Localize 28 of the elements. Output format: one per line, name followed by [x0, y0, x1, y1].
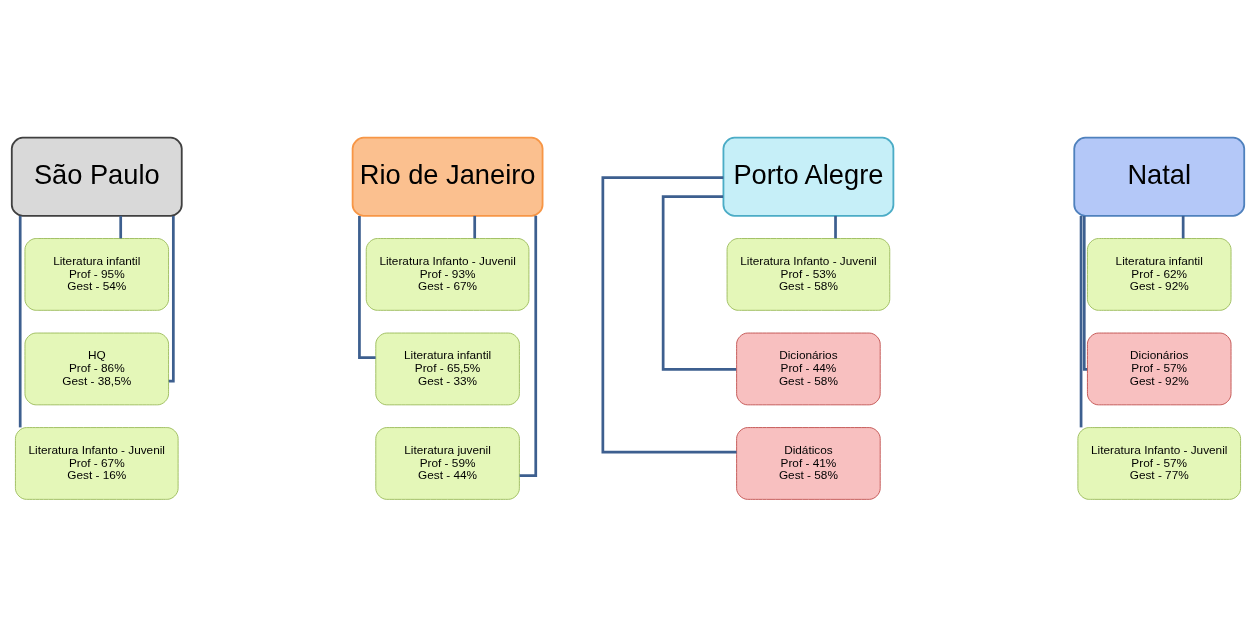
node-box: Porto Alegre: [722, 136, 895, 217]
node-box: São Paulo: [10, 136, 183, 217]
connector: [473, 215, 477, 238]
connector: [358, 215, 376, 359]
node-box: Literatura Infanto - Juvenil Prof - 57% Gest - 77%: [1077, 426, 1242, 500]
connector: [834, 215, 837, 238]
connector: [601, 175, 737, 453]
node-box: Rio de Janeiro: [351, 136, 544, 217]
connector: [1079, 215, 1083, 427]
node-box: Dicionários Prof - 57% Gest - 92%: [1086, 332, 1232, 405]
node-box: Dicionários Prof - 44% Gest - 58%: [736, 332, 881, 405]
connector: [661, 194, 737, 371]
connector: [1082, 215, 1088, 371]
node-box: Literatura Infanto - Juvenil Prof - 67% Gest - 16%: [14, 426, 179, 500]
node-box: Literatura infantil Prof - 65,5% Gest - 33%: [375, 332, 520, 405]
connector: [1181, 215, 1185, 238]
node-box: Literatura infantil Prof - 62% Gest - 92%: [1086, 237, 1232, 311]
connector: [519, 215, 538, 477]
node-box: Natal: [1073, 136, 1246, 217]
connector: [18, 215, 22, 427]
connector: [119, 215, 123, 238]
node-box: Literatura Infanto - Juvenil Prof - 93% Gest - 67%: [365, 237, 530, 311]
node-box: Literatura juvenil Prof - 59% Gest - 44%: [375, 426, 520, 500]
node-box: Literatura Infanto - Juvenil Prof - 53% Gest - 58%: [726, 237, 891, 311]
node-box: Didáticos Prof - 41% Gest - 58%: [736, 426, 881, 500]
connector: [168, 215, 175, 383]
node-box: Literatura infantil Prof - 95% Gest - 54%: [24, 237, 170, 311]
node-box: HQ Prof - 86% Gest - 38,5%: [24, 332, 170, 405]
